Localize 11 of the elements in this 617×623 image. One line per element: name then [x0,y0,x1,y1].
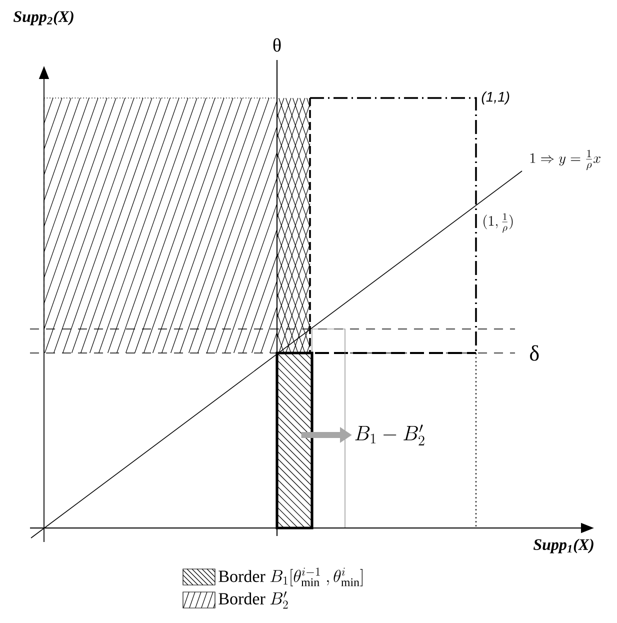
symbol-label: δ [530,345,539,361]
coordinate-label: (1,1) [482,91,510,105]
line-label: $1\Rightarrow y=\frac{1}{\rho}x$ [530,150,600,170]
axis-label: Supp$_{2}$(X) [13,10,74,26]
legend-text: $\mathrm{Border}\ B'_2$ [218,591,288,609]
symbol-label: θ [273,38,281,52]
axis-label: Supp$_{1}$(X) [533,538,594,554]
region-label: $B_1 - B'_2$ [355,424,424,446]
coordinate-label: $(1,\frac{1}{\rho})$ [484,213,513,233]
legend-text: $\mathrm{Border}\ B_1[\theta^{i-1}_{\min}\ ,\theta^{i}_{\min}]$ [218,568,362,586]
hatched-bar [276,352,314,530]
